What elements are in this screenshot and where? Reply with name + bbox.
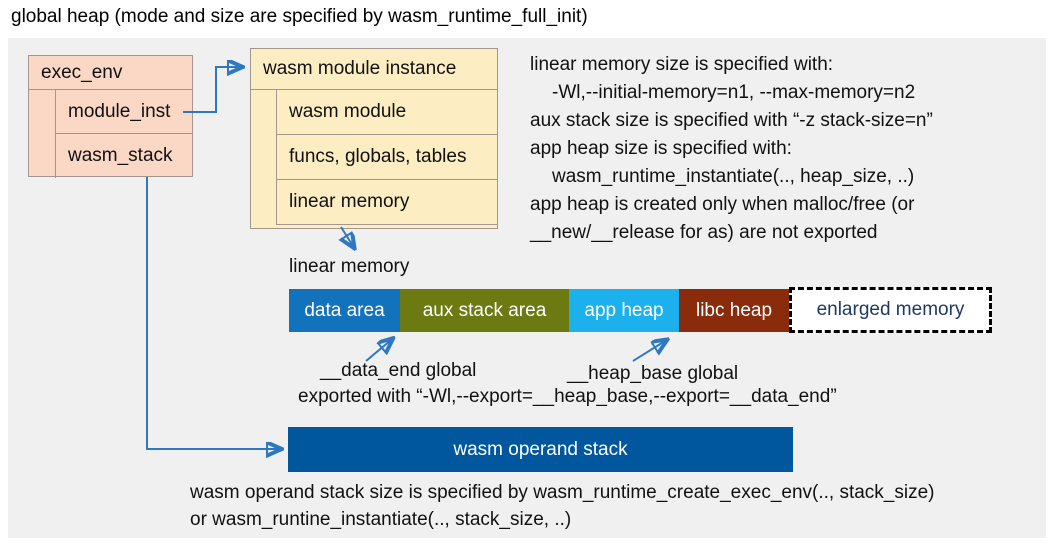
segment-enlarged-memory: enlarged memory [789, 287, 992, 333]
exec-env-header: exec_env [29, 56, 192, 90]
module-instance-box: wasm module instance wasm module funcs, … [250, 48, 498, 229]
exec-env-row-wasm-stack: wasm_stack [55, 134, 192, 178]
heap-base-global-label: __heap_base global [567, 363, 739, 384]
note-line: app heap size is specified with: [530, 138, 792, 159]
segment-app-heap: app heap [569, 289, 679, 332]
module-instance-row-funcs-globals-tables: funcs, globals, tables [276, 135, 497, 180]
operand-stack-note: wasm operand stack size is specified by … [190, 479, 935, 533]
exec-env-box: exec_env module_inst wasm_stack [28, 55, 193, 178]
wasm-operand-stack-bar: wasm operand stack [288, 427, 793, 472]
segment-libc-heap: libc heap [679, 289, 789, 332]
diagram-title: global heap (mode and size are specified… [11, 6, 588, 27]
note-line: __new/__release for as) are not exported [530, 222, 878, 243]
module-instance-header: wasm module instance [251, 49, 497, 90]
note-line: wasm_runtime_instantiate(.., heap_size, … [552, 166, 915, 187]
note-line: linear memory size is specified with: [530, 54, 834, 75]
exported-with-label: exported with “-Wl,--export=__heap_base,… [298, 386, 837, 407]
operand-stack-note-line2: or wasm_runtine_instantiate(.., stack_si… [190, 509, 572, 530]
note-line: -Wl,--initial-memory=n1, --max-memory=n2 [552, 82, 916, 103]
exec-env-row-module-inst: module_inst [55, 90, 192, 134]
segment-data-area: data area [289, 289, 400, 332]
module-instance-row-wasm-module: wasm module [276, 90, 497, 135]
note-line: app heap is created only when malloc/fre… [530, 194, 915, 215]
operand-stack-note-line1: wasm operand stack size is specified by … [190, 482, 935, 503]
segment-aux-stack-area: aux stack area [400, 289, 569, 332]
module-instance-row-linear-memory: linear memory [276, 180, 497, 225]
data-end-global-label: __data_end global [320, 360, 477, 381]
size-notes: linear memory size is specified with: -W… [530, 51, 1042, 247]
linear-memory-caption: linear memory [289, 256, 410, 277]
note-line: aux stack size is specified with “-z sta… [530, 110, 933, 131]
